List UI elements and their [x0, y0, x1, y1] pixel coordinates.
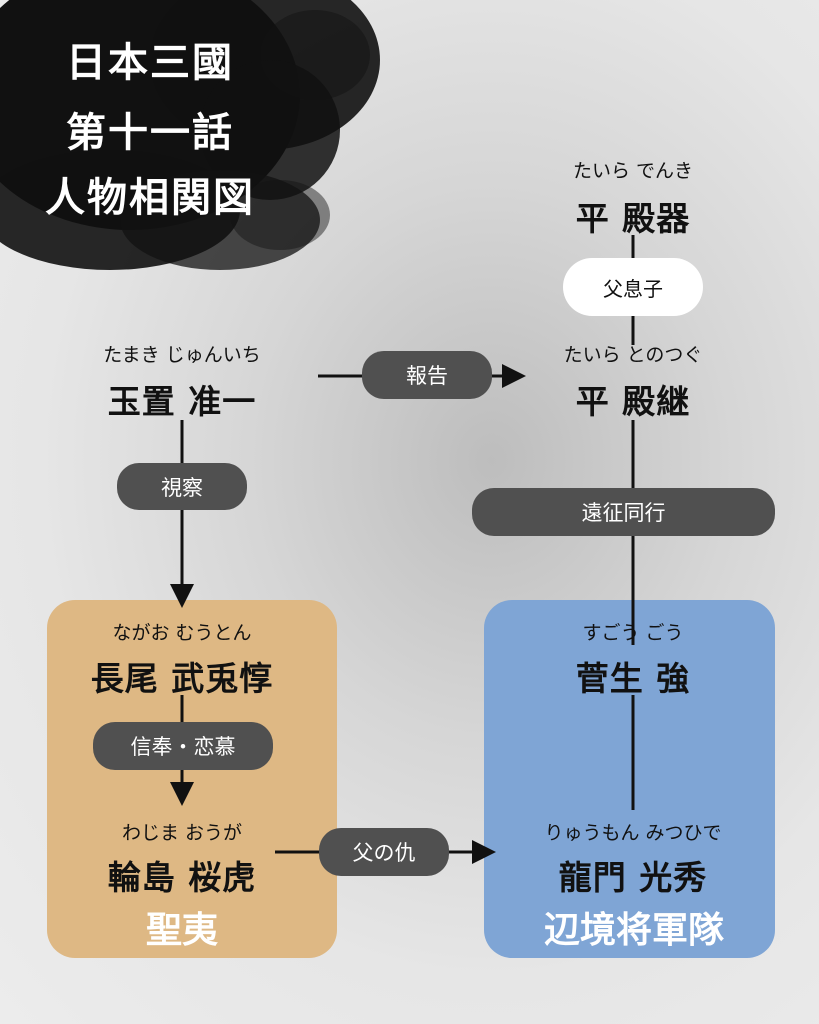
title-line-2: 第十一話	[66, 110, 234, 156]
group-box-seii	[47, 600, 337, 958]
title-line-1: 日本三國	[66, 40, 234, 86]
sugou-name: 菅生 強	[575, 659, 691, 698]
denki-name: 平 殿器	[575, 199, 691, 238]
relation-father-son: 父息子	[563, 258, 703, 316]
relation-revenge: 父の仇	[319, 828, 449, 876]
relation-expedition: 遠征同行	[472, 488, 775, 536]
tonotsugu-name: 平 殿継	[575, 382, 691, 421]
relation-report: 報告	[362, 351, 492, 399]
group-label-seii: 聖夷	[145, 910, 218, 951]
relation-devotion: 信奉・恋慕	[93, 722, 273, 770]
wajima-name: 輪島 桜虎	[107, 858, 257, 897]
nagao-ruby: ながお むうとん	[112, 622, 252, 644]
group-label-frontier-army: 辺境将軍隊	[543, 910, 724, 951]
wajima-ruby: わじま おうが	[121, 822, 243, 844]
relation-inspection: 視察	[117, 463, 247, 510]
tamaki-ruby: たまき じゅんいち	[103, 344, 261, 366]
ryumon-ruby: りゅうもん みつひで	[544, 822, 722, 844]
title-line-3: 人物相関図	[45, 175, 255, 221]
denki-ruby: たいら でんき	[572, 160, 694, 182]
tonotsugu-ruby: たいら とのつぐ	[563, 344, 703, 366]
ryumon-name: 龍門 光秀	[558, 858, 708, 897]
sugou-ruby: すごう ごう	[582, 622, 684, 644]
group-box-frontier-army	[484, 600, 775, 958]
tamaki-name: 玉置 准一	[107, 382, 257, 421]
nagao-name: 長尾 武兎惇	[90, 659, 274, 698]
